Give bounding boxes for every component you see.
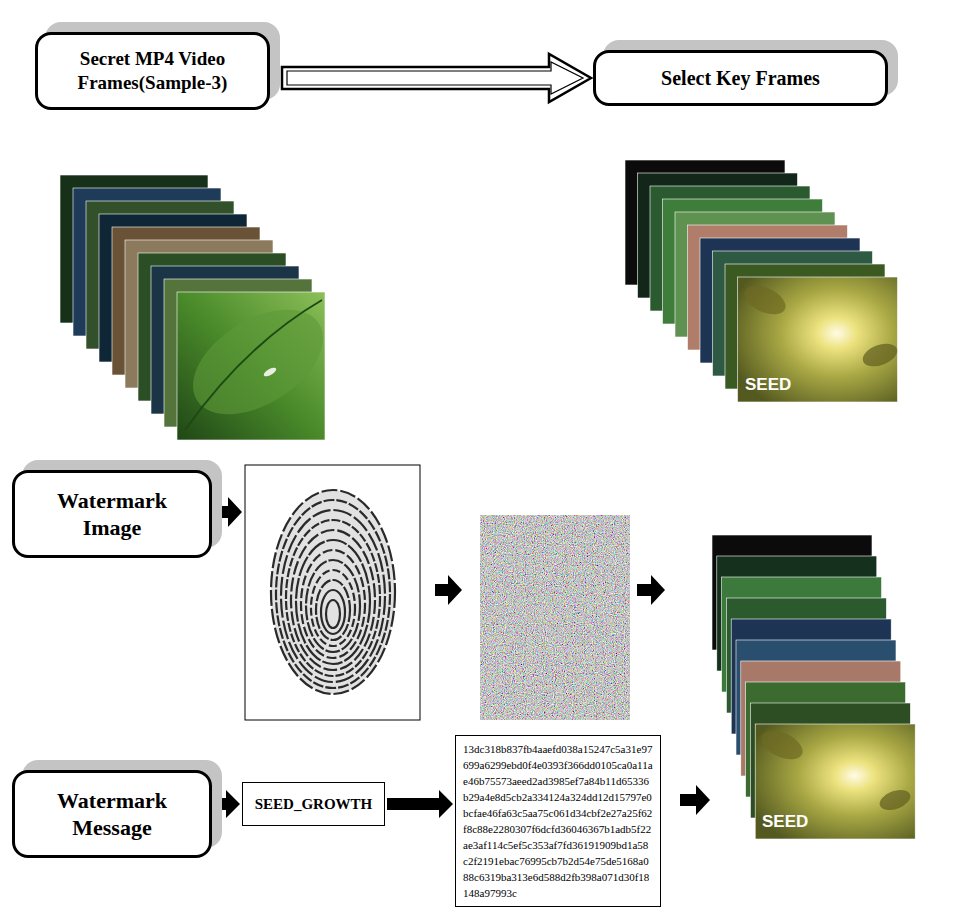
hollow-arrow-inner xyxy=(287,62,583,94)
node-text: Select Key Frames xyxy=(661,66,820,90)
fingerprint-frame xyxy=(245,465,420,720)
fingerprint-ridge xyxy=(271,490,395,694)
process-box: Select Key Frames xyxy=(593,50,888,106)
fingerprint-ridge xyxy=(276,500,390,688)
fingerprint-ridge xyxy=(286,520,380,676)
video-frame xyxy=(755,724,915,839)
encrypted-image xyxy=(480,515,630,720)
block-arrow xyxy=(680,785,710,815)
frame-caption: SEED xyxy=(762,812,808,832)
fingerprint xyxy=(271,490,395,694)
leaf-shape xyxy=(860,339,901,370)
input-box: Watermark Message xyxy=(12,770,212,858)
leaf-shape xyxy=(757,725,807,765)
input-box: Watermark Image xyxy=(12,470,212,558)
node-text: SEED_GROWTH xyxy=(255,795,373,814)
hollow-arrow-outline xyxy=(282,54,591,102)
flow-arrow xyxy=(214,790,240,818)
frame-stack xyxy=(625,160,898,402)
fingerprint-ridge xyxy=(291,530,375,670)
cipher-text-box: 13dc318b837fb4aaefd038a15247c5a31e97699a… xyxy=(455,735,661,907)
fingerprint-ridge xyxy=(301,550,365,658)
frame-caption: SEED xyxy=(745,375,791,395)
video-frame xyxy=(738,277,898,402)
node-text: Watermark Message xyxy=(45,787,180,841)
block-arrow xyxy=(387,790,453,818)
fingerprint-ridge xyxy=(326,600,340,628)
block-arrow xyxy=(637,575,665,605)
process-box: Secret MP4 Video Frames(Sample-3) xyxy=(35,32,270,110)
leaf-shape xyxy=(175,288,342,436)
message-box: SEED_GROWTH xyxy=(242,782,385,826)
fingerprint-ridge xyxy=(281,510,385,682)
block-arrow xyxy=(214,790,240,818)
fingerprint-ridge xyxy=(316,580,350,640)
block-arrow xyxy=(220,497,242,527)
fingerprint-ridge xyxy=(321,590,345,634)
frame-stack xyxy=(60,175,325,440)
node-text: Watermark Image xyxy=(45,487,180,541)
frame-stack xyxy=(712,535,915,839)
insect xyxy=(262,366,277,378)
node-text: Secret MP4 Video Frames(Sample-3) xyxy=(48,47,257,95)
node-text: 13dc318b837fb4aaefd038a15247c5a31e97699a… xyxy=(463,741,653,901)
block-arrow xyxy=(435,575,462,605)
fingerprint-ridge xyxy=(306,560,360,652)
leaf-shape xyxy=(877,786,913,814)
fingerprint-ridge xyxy=(296,540,370,664)
leaf-vein xyxy=(185,300,322,430)
fingerprint-ridge xyxy=(311,570,355,646)
leaf-shape xyxy=(740,280,790,320)
flow-arrow xyxy=(387,790,453,818)
flow-arrow xyxy=(282,54,591,102)
